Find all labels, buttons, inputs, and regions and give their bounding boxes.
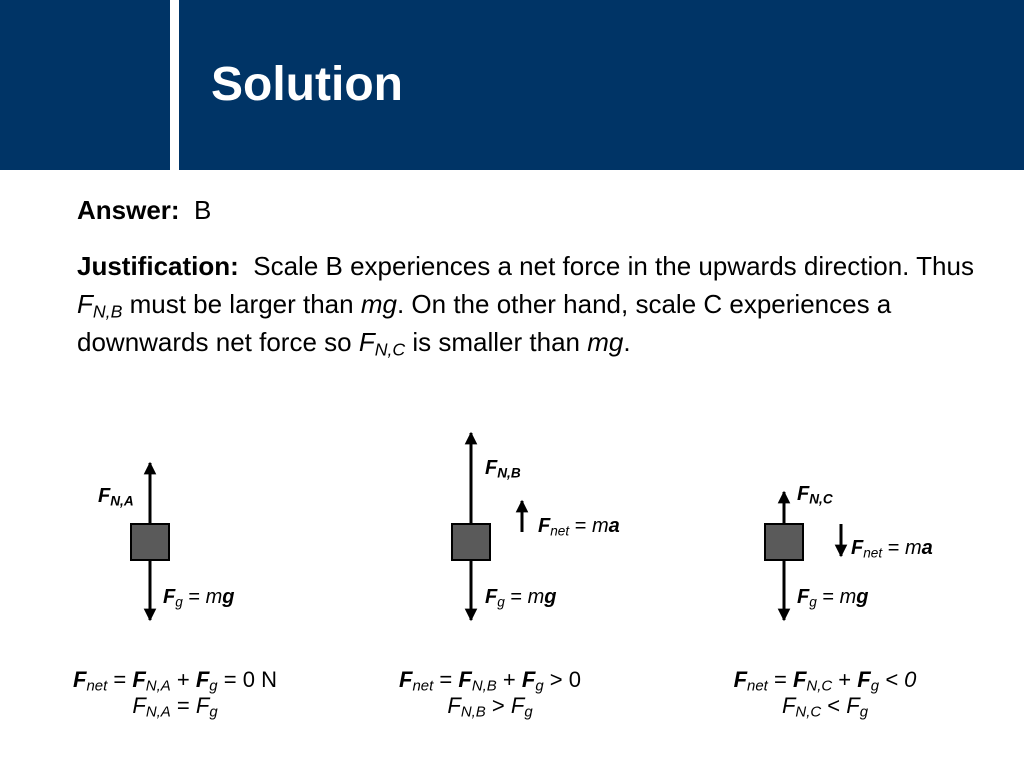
equation-a-line-1: Fnet = FN,A + Fg = 0 N (72, 667, 277, 695)
force-symbol: F (358, 327, 375, 357)
mass-block-b (451, 523, 491, 561)
label-gravity-a: Fg = mg (163, 586, 235, 610)
answer-line: Answer: B (77, 191, 211, 229)
justification-text-5: . (623, 327, 631, 357)
justification-text-1: Scale B experiences a net force in the u… (253, 251, 974, 281)
slide-title: Solution (211, 58, 403, 111)
equation-a-line-2: FN,A = Fg (132, 693, 218, 721)
answer-label: Answer: (77, 195, 180, 225)
label-gravity-c: Fg = mg (797, 586, 869, 610)
mg-symbol: mg (587, 327, 624, 357)
equation-b: Fnet = FN,B + Fg > 0 FN,B > Fg (350, 667, 630, 721)
justification-text-3: . On the other hand, scale C experiences… (77, 289, 892, 357)
justification-paragraph: Justification: Scale B experiences a net… (77, 251, 974, 360)
header-left-block (0, 0, 170, 170)
justification-text-4: is smaller than (412, 327, 581, 357)
mg-symbol: mg (360, 289, 397, 319)
equation-b-line-1: Fnet = FN,B + Fg > 0 (399, 667, 581, 695)
mass-block-c (764, 523, 804, 561)
justification-label: Justification: (77, 251, 239, 281)
equation-c-line-1: Fnet = FN,C + Fg < 0 (733, 667, 917, 695)
label-normal-force-a: FN,A (98, 485, 134, 509)
equation-c: Fnet = FN,C + Fg < 0 FN,C < Fg (680, 667, 970, 721)
mass-block-a (130, 523, 170, 561)
equation-c-line-2: FN,C < Fg (781, 693, 869, 721)
label-gravity-b: Fg = mg (485, 586, 557, 610)
header-divider (170, 0, 179, 170)
answer-value: B (194, 195, 212, 225)
equation-a: Fnet = FN,A + Fg = 0 N FN,A = Fg (30, 667, 320, 721)
equation-b-line-2: FN,B > Fg (447, 693, 533, 721)
force-symbol: F (77, 289, 93, 319)
label-normal-force-c: FN,C (797, 483, 833, 507)
justification-text-2: must be larger than (129, 289, 354, 319)
label-normal-force-b: FN,B (485, 457, 521, 481)
label-net-force-b: Fnet = ma (538, 515, 620, 539)
label-net-force-c: Fnet = ma (851, 537, 933, 561)
